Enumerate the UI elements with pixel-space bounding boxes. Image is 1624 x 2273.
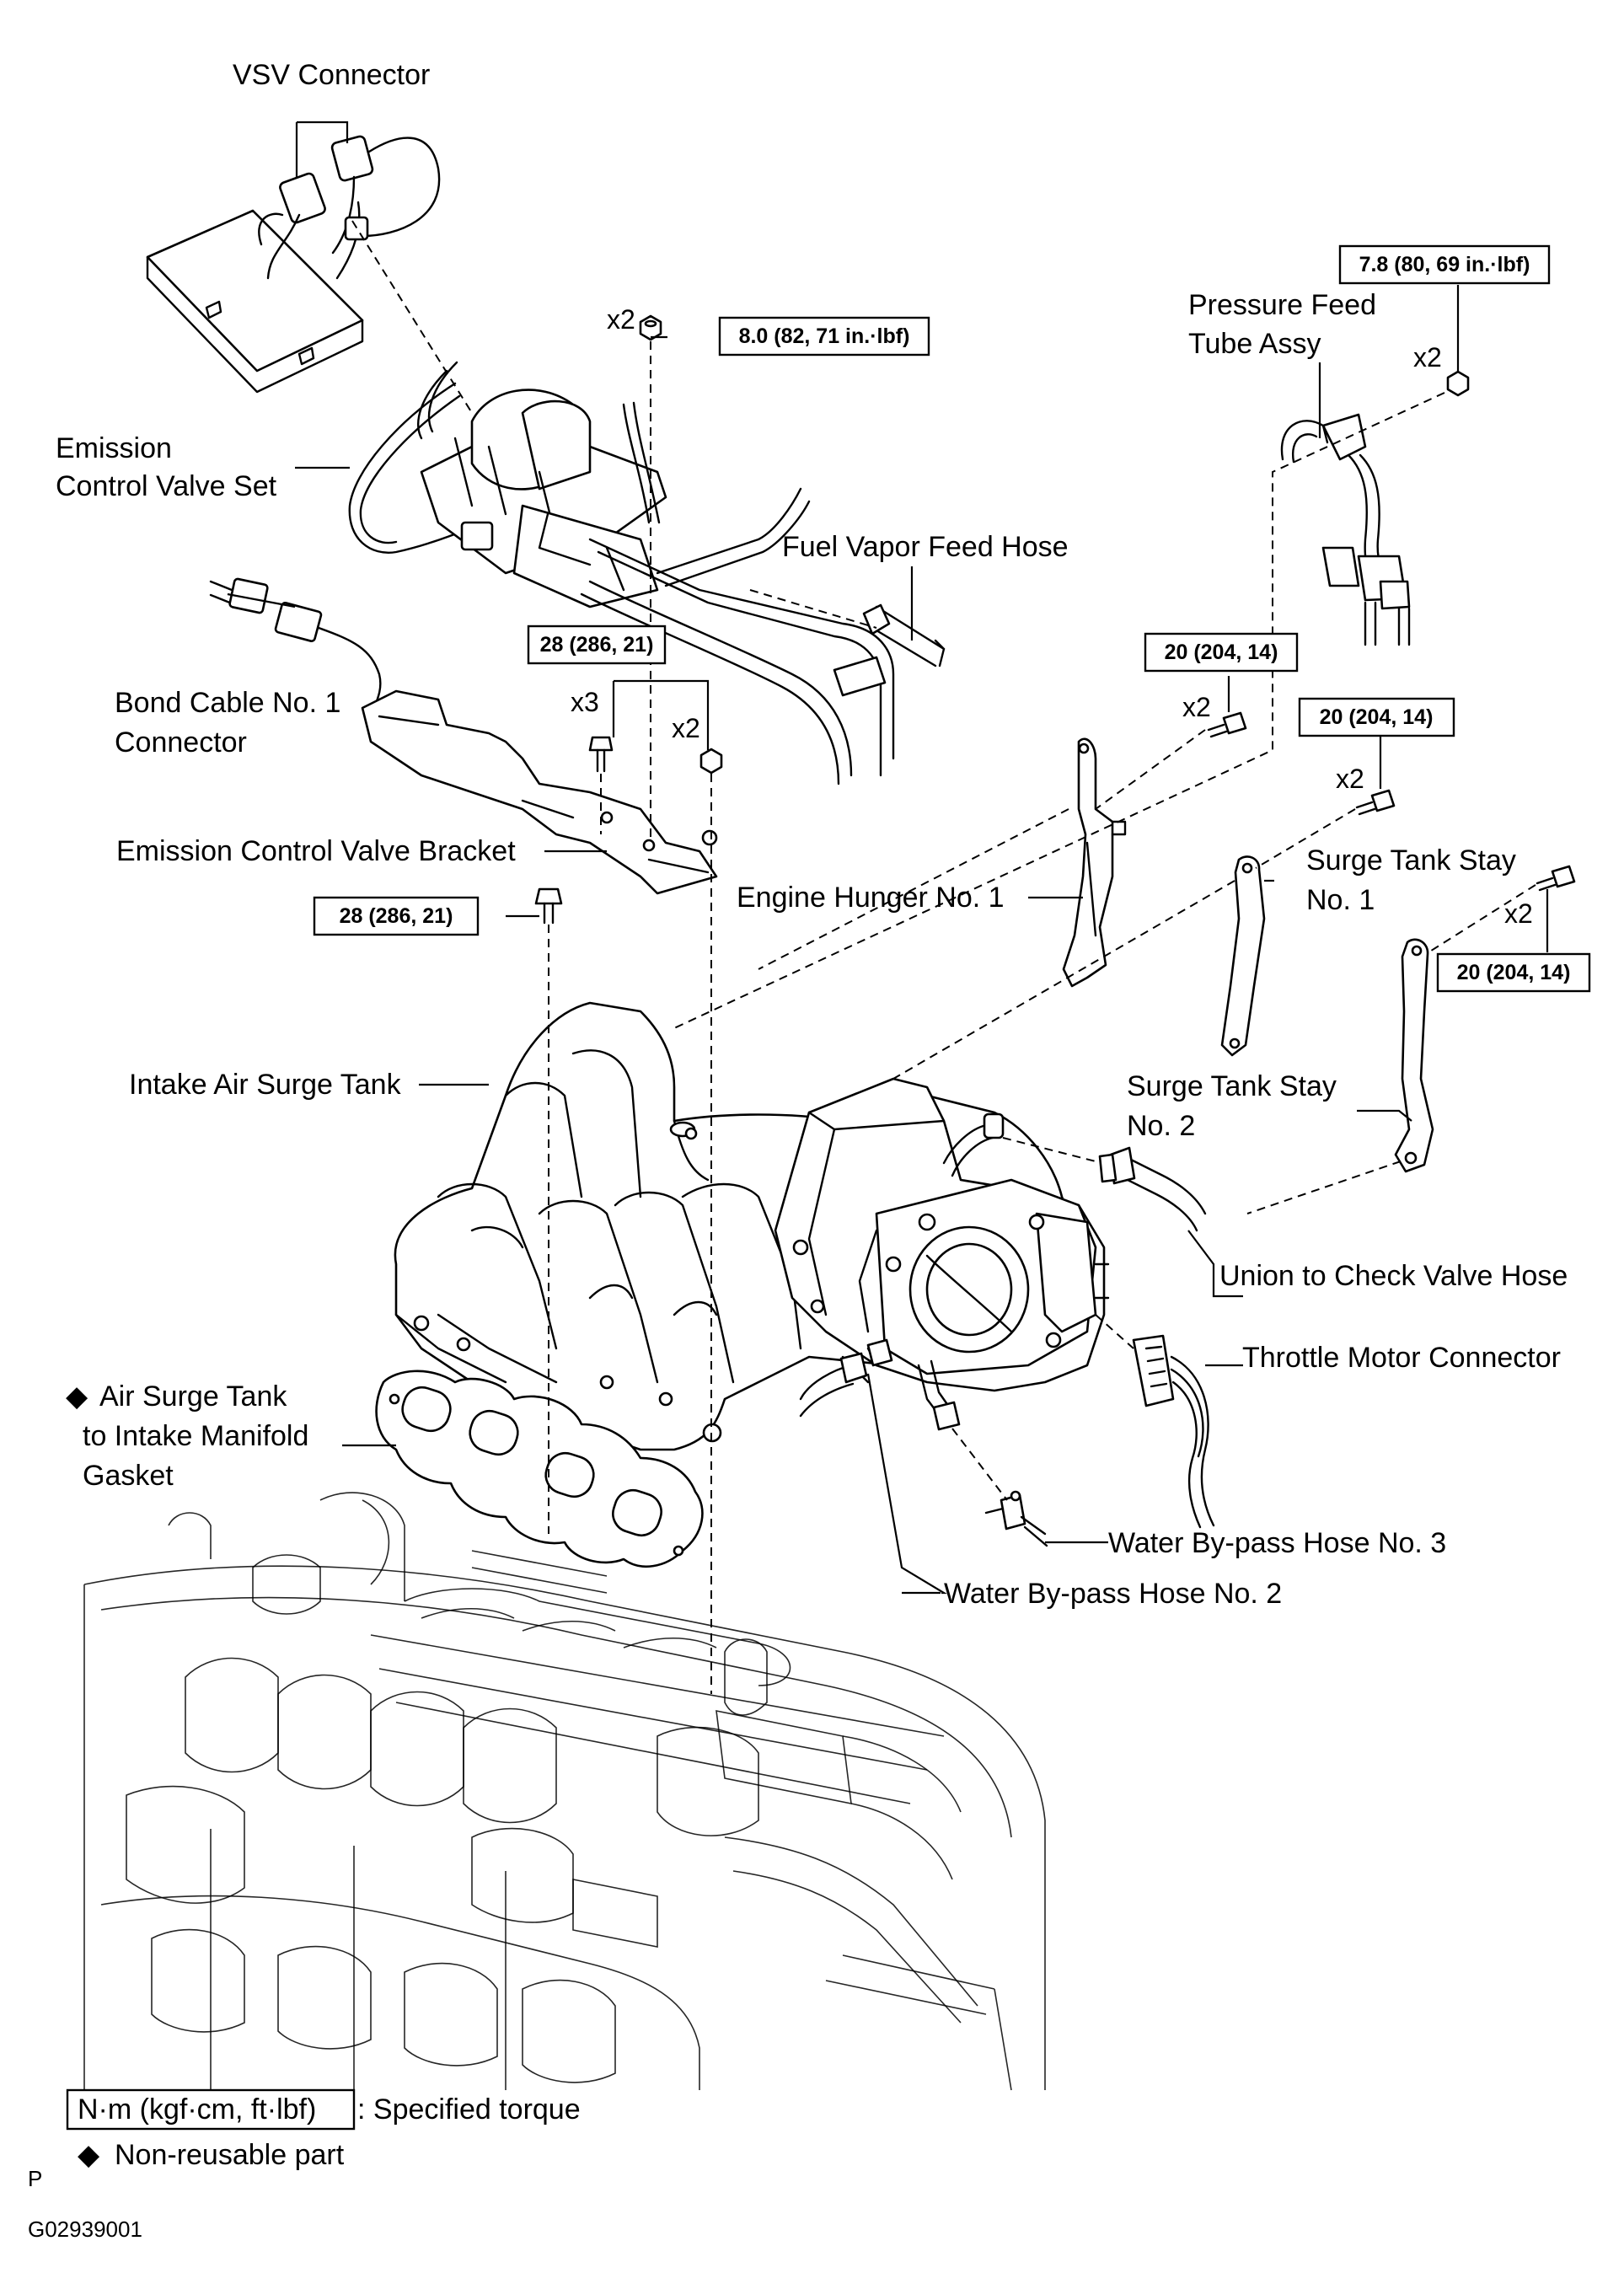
label-gasket-3: Gasket [83,1460,174,1492]
qty-20-hunger: x2 [1182,692,1211,722]
svg-text:20 (204, 14): 20 (204, 14) [1320,705,1434,729]
legend-nonreusable-desc: Non-reusable part [115,2139,345,2171]
vsv-connector-harness [146,135,441,394]
assembly-dashed-lines [351,220,1536,1694]
label-surge-stay1-2: No. 1 [1306,884,1375,916]
label-surge-stay2-2: No. 2 [1127,1110,1195,1142]
torque-box-8-0: 8.0 (82, 71 in.·lbf) [718,316,930,356]
emission-control-valve-set [348,361,895,785]
quantity-labels: x2 x2 x3 x2 x2 x2 x2 [571,304,1533,929]
svg-text:20 (204, 14): 20 (204, 14) [1457,961,1571,984]
bond-cable-and-bracket [209,577,718,895]
label-emission-bracket: Emission Control Valve Bracket [116,835,516,867]
legend-nonreusable: ◆ Non-reusable part [78,2139,345,2171]
surge-tank-stay-no1-part [1220,855,1266,1057]
label-gasket-2: to Intake Manifold [83,1420,308,1452]
intake-manifold-gasket-part [375,1370,704,1568]
torque-box-20-stay2: 20 (204, 14) [1436,952,1591,993]
part-labels: VSV Connector Emission Control Valve Set… [56,59,1568,1610]
svg-text:20 (204, 14): 20 (204, 14) [1165,641,1278,664]
label-fuel-vapor-feed-hose: Fuel Vapor Feed Hose [782,531,1069,563]
throttle-motor-connector-part [1132,1334,1215,1529]
water-bypass-hose-no2-part [799,1338,893,1418]
qty-7-8: x2 [1413,342,1442,373]
label-pressure-feed-1: Pressure Feed [1188,289,1376,321]
legend: N·m (kgf·cm, ft·lbf) : Specified torque … [28,2088,581,2242]
qty-28-bolt: x3 [571,687,599,717]
svg-text:7.8 (80, 69 in.·lbf): 7.8 (80, 69 in.·lbf) [1359,253,1530,276]
label-gasket-1: Air Surge Tank [99,1380,287,1413]
label-engine-hunger: Engine Hunger No. 1 [737,882,1005,914]
engine-hunger-no1-part [1062,737,1127,988]
qty-8-0: x2 [607,304,635,335]
label-union-check-valve: Union to Check Valve Hose [1219,1260,1568,1292]
water-bypass-hose-no3-part [984,1490,1048,1547]
leader-lines [227,121,1549,1595]
qty-20-stay2: x2 [1504,898,1533,929]
label-surge-stay2-1: Surge Tank Stay [1127,1070,1337,1102]
label-emission-valve-1: Emission [56,432,172,464]
torque-box-28-tank: 28 (286, 21) [313,896,480,936]
legend-torque-desc: : Specified torque [357,2093,581,2126]
svg-text:28 (286, 21): 28 (286, 21) [340,904,453,928]
label-water-hose-2: Water By-pass Hose No. 2 [944,1578,1282,1610]
pressure-feed-tube-assy-part [1280,413,1411,646]
qty-20-stay1: x2 [1336,764,1364,794]
label-emission-valve-2: Control Valve Set [56,470,277,502]
legend-torque: N·m (kgf·cm, ft·lbf) : Specified torque [66,2088,581,2131]
label-water-hose-3: Water By-pass Hose No. 3 [1108,1527,1446,1559]
figure-id: G02939001 [28,2217,142,2242]
label-pressure-feed-2: Tube Assy [1188,328,1321,360]
svg-text:8.0 (82, 71 in.·lbf): 8.0 (82, 71 in.·lbf) [739,324,910,348]
torque-box-7-8: 7.8 (80, 69 in.·lbf) [1338,244,1551,285]
engine-block-illustration [83,1492,1046,2091]
fuel-vapor-feed-hose-part [862,603,946,667]
union-check-valve-hose-part [1098,1146,1207,1232]
legend-nonreusable-mark: ◆ [78,2139,100,2171]
surge-tank-stay-no2-part [1394,938,1434,1173]
label-throttle-motor: Throttle Motor Connector [1242,1342,1561,1374]
legend-torque-unit: N·m (kgf·cm, ft·lbf) [78,2093,316,2126]
torque-box-20-stay1: 20 (204, 14) [1298,697,1455,737]
torque-box-20-hunger: 20 (204, 14) [1144,632,1299,673]
throttle-body-part [774,1077,1110,1431]
torque-box-28-bracket: 28 (286, 21) [527,625,667,665]
label-vsv-connector: VSV Connector [233,59,430,91]
label-bond-cable-1: Bond Cable No. 1 [115,687,340,719]
gasket-nonreusable-mark: ◆ [66,1380,88,1413]
torque-spec-boxes: 8.0 (82, 71 in.·lbf) 7.8 (80, 69 in.·lbf… [313,244,1591,993]
svg-text:28 (286, 21): 28 (286, 21) [540,633,654,657]
qty-28-nut: x2 [672,713,700,743]
fastener-bolts [534,314,1576,925]
label-bond-cable-2: Connector [115,726,247,759]
label-surge-stay1-1: Surge Tank Stay [1306,844,1516,876]
page-letter: P [28,2166,42,2191]
label-intake-surge-tank: Intake Air Surge Tank [129,1069,402,1101]
